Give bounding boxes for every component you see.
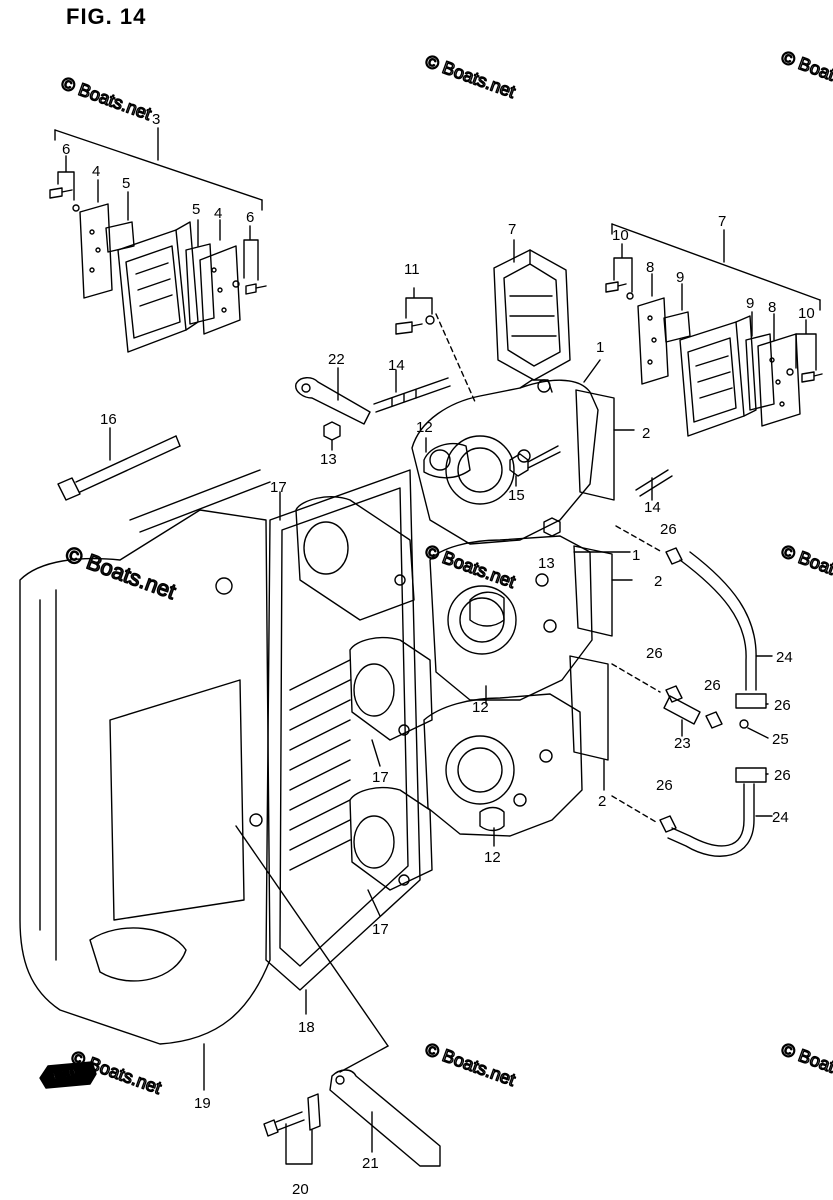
callout-1: 1 — [596, 339, 604, 356]
intake-silencer-plenum — [265, 469, 433, 1015]
callout-9: 9 — [746, 295, 754, 312]
callout-6: 6 — [246, 209, 254, 226]
callout-21: 21 — [362, 1155, 379, 1172]
callout-15: 15 — [508, 487, 525, 504]
callout-25: 25 — [772, 731, 789, 748]
callout-10: 10 — [798, 305, 815, 322]
watermark-text: © Boats.net — [423, 1039, 518, 1090]
watermark-text: © Boats.net — [423, 541, 518, 592]
callout-18: 18 — [298, 1019, 315, 1036]
callout-9: 9 — [676, 269, 684, 286]
watermark-text: © Boats.net — [779, 47, 833, 98]
callout-22: 22 — [328, 351, 345, 368]
callout-26: 26 — [656, 777, 673, 794]
reed-valve-assembly-right — [605, 223, 823, 437]
callout-26: 26 — [646, 645, 663, 662]
callout-26: 26 — [660, 521, 677, 538]
watermark-text: © Boats.net — [59, 73, 154, 124]
callout-3: 3 — [152, 111, 160, 128]
callout-20: 20 — [292, 1181, 309, 1198]
bolt-20 — [263, 1093, 321, 1165]
callout-14: 14 — [644, 499, 661, 516]
callout-17: 17 — [372, 921, 389, 938]
callout-4: 4 — [92, 163, 100, 180]
fuel-hoses — [611, 525, 773, 857]
callout-12: 12 — [416, 419, 433, 436]
callout-4: 4 — [214, 205, 222, 222]
callout-16: 16 — [100, 411, 117, 428]
forward-direction-badge: FWD — [39, 1061, 97, 1089]
callout-11: 11 — [404, 261, 420, 278]
callout-5: 5 — [192, 201, 200, 218]
bracket-21 — [235, 825, 441, 1167]
callout-5: 5 — [122, 175, 130, 192]
nut-13 — [323, 421, 561, 537]
callout-1: 1 — [632, 547, 640, 564]
reed-valve-assembly-left — [49, 127, 267, 353]
callout-7: 7 — [718, 213, 726, 230]
callout-2: 2 — [642, 425, 650, 442]
callout-6: 6 — [62, 141, 70, 158]
bracket-22 — [295, 367, 371, 425]
intake-manifold-body — [411, 359, 635, 847]
callout-23: 23 — [674, 735, 691, 752]
callout-24: 24 — [776, 649, 793, 666]
callout-12: 12 — [472, 699, 489, 716]
watermark-text: © Boats.net — [779, 1039, 833, 1090]
callout-8: 8 — [646, 259, 654, 276]
callout-13: 13 — [320, 451, 337, 468]
callout-7: 7 — [508, 221, 516, 238]
callout-10: 10 — [612, 227, 629, 244]
callout-14: 14 — [388, 357, 405, 374]
watermark-text: © Boats.net — [423, 51, 518, 102]
callout-26: 26 — [704, 677, 721, 694]
watermarks: © Boats.net © Boats.net © Boats.net © Bo… — [58, 46, 833, 1098]
long-bolt-16 — [57, 427, 181, 501]
callout-26: 26 — [774, 767, 791, 784]
reed-valve-assembly-center — [395, 239, 571, 405]
callout-26: 26 — [774, 697, 791, 714]
callout-13: 13 — [538, 555, 555, 572]
callout-17: 17 — [270, 479, 287, 496]
callout-8: 8 — [768, 299, 776, 316]
callout-2: 2 — [654, 573, 662, 590]
watermark-text: © Boats.net — [62, 541, 179, 604]
callout-12: 12 — [484, 849, 501, 866]
figure-title: FIG. 14 — [66, 4, 147, 29]
callout-24: 24 — [772, 809, 789, 826]
callout-19: 19 — [194, 1095, 211, 1112]
callout-2: 2 — [598, 793, 606, 810]
callout-labels: 3 6 4 5 5 4 6 7 7 10 8 9 9 8 10 11 22 14… — [62, 111, 815, 1198]
silencer-cover — [19, 469, 271, 1091]
stud-bolt-14 — [373, 369, 673, 501]
watermark-text: © Boats.net — [779, 541, 833, 592]
callout-17: 17 — [372, 769, 389, 786]
